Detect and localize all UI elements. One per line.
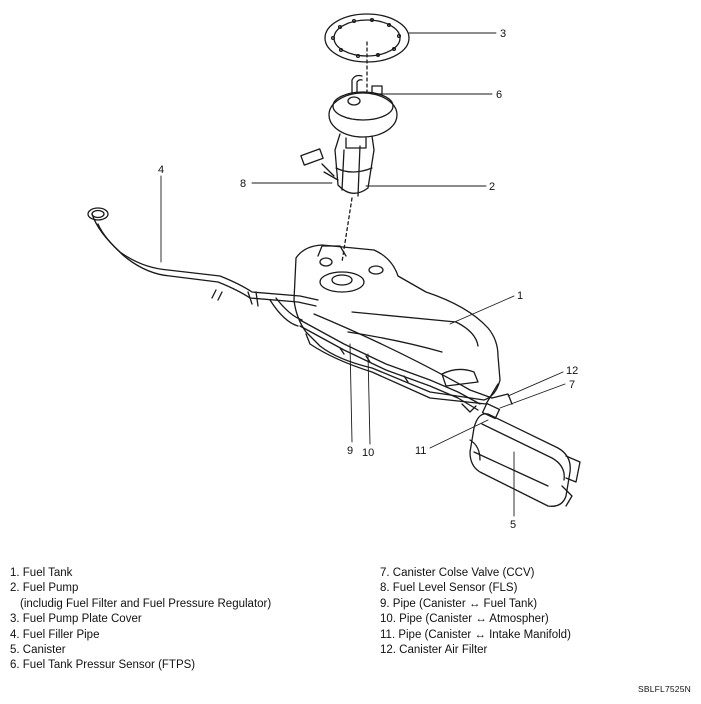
fuel-filler-pipe [87,207,319,327]
legend-item-close-valve: 7. Canister Colse Valve (CCV) [380,567,535,579]
legend-item-pipe-fuel-tank: 9. Pipe (Canister ↔ Fuel Tank) [380,597,538,610]
callout-2: 2 [489,181,495,193]
callout-11: 11 [415,445,426,457]
callout-5: 5 [510,519,516,531]
legend-item-filler-pipe: 4. Fuel Filler Pipe [10,628,100,641]
callout-8: 8 [240,178,246,190]
callout-7: 7 [569,379,575,391]
legend-item-pressure-sensor: 6. Fuel Tank Pressur Sensor (FTPS) [10,659,196,672]
legend-right-column: 7. Canister Colse Valve (CCV) 8. Fuel Le… [380,566,571,658]
canister-pipes [299,313,493,413]
callout-3: 3 [500,28,506,40]
callout-1: 1 [517,290,523,302]
callout-10: 10 [362,447,374,459]
legend-item-pipe-atmosphere: 10. Pipe (Canister ↔ Atmospher) [380,613,549,626]
legend-item-fuel-pump: 2. Fuel Pump [10,582,79,595]
fuel-system-diagram: 3 6 4 8 2 1 12 7 11 9 10 5 [87,13,581,531]
legend-left-column: 1. Fuel Tank 2. Fuel Pump (includig Fuel… [10,566,271,674]
callout-4: 4 [158,164,164,176]
fuel-pump-module [300,91,398,197]
callout-leaders [160,32,566,517]
figure-code: SBLFL7525N [637,684,691,694]
legend-item-fuel-tank: 1. Fuel Tank [10,567,73,579]
legend-item-pipe-intake: 11. Pipe (Canister ↔ Intake Manifold) [380,628,571,641]
callout-12: 12 [566,365,578,377]
fuel-tank [293,244,501,405]
legend-item-plate-cover: 3. Fuel Pump Plate Cover [10,613,142,626]
callout-6: 6 [496,89,502,101]
canister [469,393,581,507]
legend-item-canister: 5. Canister [10,644,66,657]
legend-item-fuel-pump-note: (includig Fuel Filter and Fuel Pressure … [20,597,272,610]
legend-item-level-sensor: 8. Fuel Level Sensor (FLS) [380,582,518,595]
callout-9: 9 [347,445,353,457]
legend-item-air-filter: 12. Canister Air Filter [380,644,488,657]
